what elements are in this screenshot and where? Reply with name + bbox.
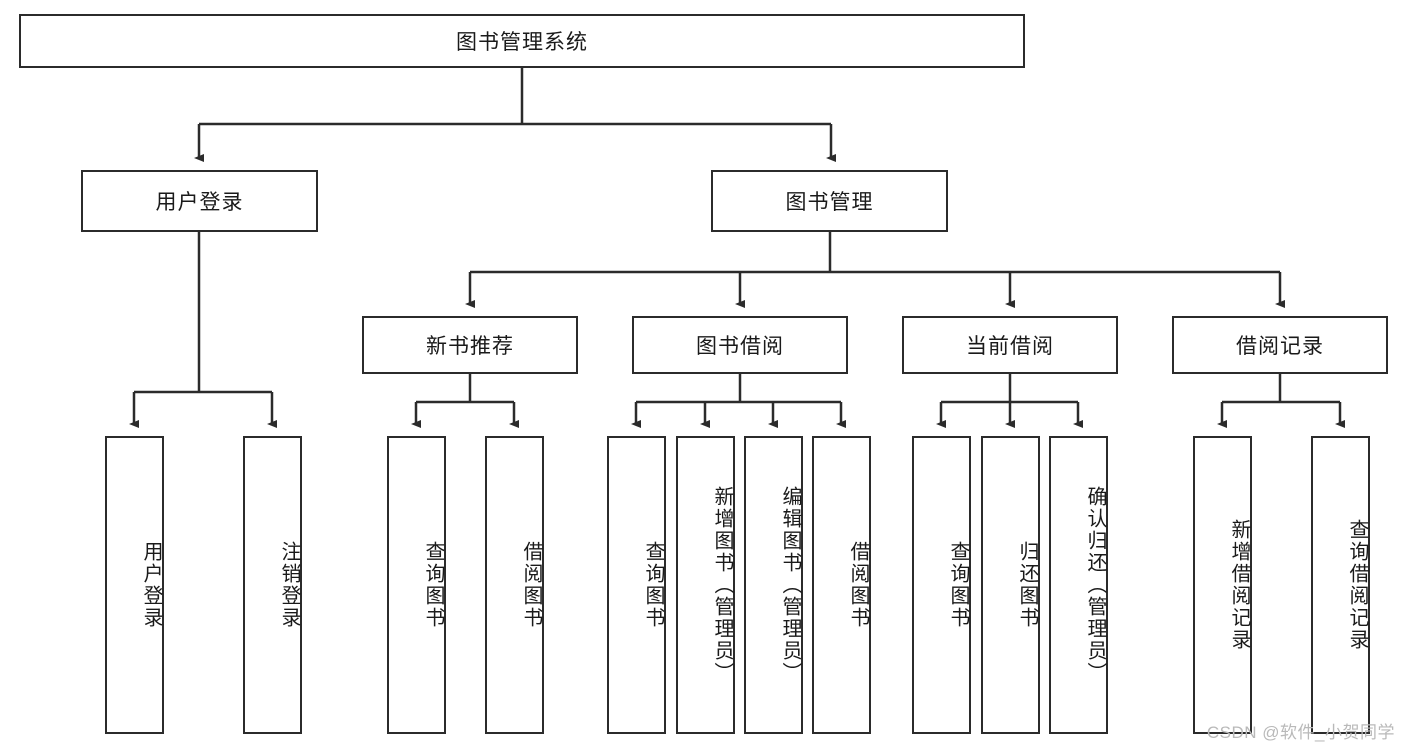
- leaf-user-login-2-label: 注销登录: [278, 541, 300, 629]
- leaf-borrow-record-1[interactable]: 新增借阅记录: [1193, 436, 1252, 734]
- leaf-book-borrow-4[interactable]: 借阅图书: [812, 436, 871, 734]
- leaf-current-borrow-1-label: 查询图书: [947, 541, 969, 629]
- leaf-user-login-1-label: 用户登录: [140, 541, 162, 629]
- node-root[interactable]: 图书管理系统: [19, 14, 1025, 68]
- leaf-borrow-record-2-label: 查询借阅记录: [1346, 519, 1368, 651]
- leaf-current-borrow-1[interactable]: 查询图书: [912, 436, 971, 734]
- leaf-current-borrow-3[interactable]: 确认归还（管理员）: [1049, 436, 1108, 734]
- node-book-borrow-label: 图书借阅: [696, 335, 784, 358]
- node-borrow-record[interactable]: 借阅记录: [1172, 316, 1388, 374]
- leaf-user-login-2[interactable]: 注销登录: [243, 436, 302, 734]
- leaf-current-borrow-2-label: 归还图书: [1016, 541, 1038, 629]
- leaf-book-borrow-4-label: 借阅图书: [847, 541, 869, 629]
- leaf-book-borrow-1-label: 查询图书: [642, 541, 664, 629]
- leaf-book-borrow-2-label: 新增图书（管理员）: [711, 486, 733, 684]
- node-new-book-recommend-label: 新书推荐: [426, 335, 514, 358]
- node-new-book-recommend[interactable]: 新书推荐: [362, 316, 578, 374]
- node-user-login[interactable]: 用户登录: [81, 170, 318, 232]
- leaf-new-book-2[interactable]: 借阅图书: [485, 436, 544, 734]
- leaf-borrow-record-1-label: 新增借阅记录: [1228, 519, 1250, 651]
- leaf-new-book-2-label: 借阅图书: [520, 541, 542, 629]
- node-borrow-record-label: 借阅记录: [1236, 335, 1324, 358]
- node-user-login-label: 用户登录: [155, 191, 244, 214]
- csdn-watermark: CSDN @软件_小贺同学: [1206, 723, 1395, 742]
- leaf-borrow-record-2[interactable]: 查询借阅记录: [1311, 436, 1370, 734]
- leaf-book-borrow-1[interactable]: 查询图书: [607, 436, 666, 734]
- leaf-new-book-1[interactable]: 查询图书: [387, 436, 446, 734]
- node-root-label: 图书管理系统: [456, 31, 588, 54]
- node-book-management[interactable]: 图书管理: [711, 170, 948, 232]
- leaf-book-borrow-2[interactable]: 新增图书（管理员）: [676, 436, 735, 734]
- node-current-borrow-label: 当前借阅: [966, 335, 1054, 358]
- leaf-book-borrow-3[interactable]: 编辑图书（管理员）: [744, 436, 803, 734]
- leaf-new-book-1-label: 查询图书: [422, 541, 444, 629]
- leaf-current-borrow-3-label: 确认归还（管理员）: [1084, 486, 1106, 684]
- leaf-user-login-1[interactable]: 用户登录: [105, 436, 164, 734]
- leaf-current-borrow-2[interactable]: 归还图书: [981, 436, 1040, 734]
- node-current-borrow[interactable]: 当前借阅: [902, 316, 1118, 374]
- leaf-book-borrow-3-label: 编辑图书（管理员）: [779, 486, 801, 684]
- node-book-borrow[interactable]: 图书借阅: [632, 316, 848, 374]
- node-book-management-label: 图书管理: [785, 191, 874, 214]
